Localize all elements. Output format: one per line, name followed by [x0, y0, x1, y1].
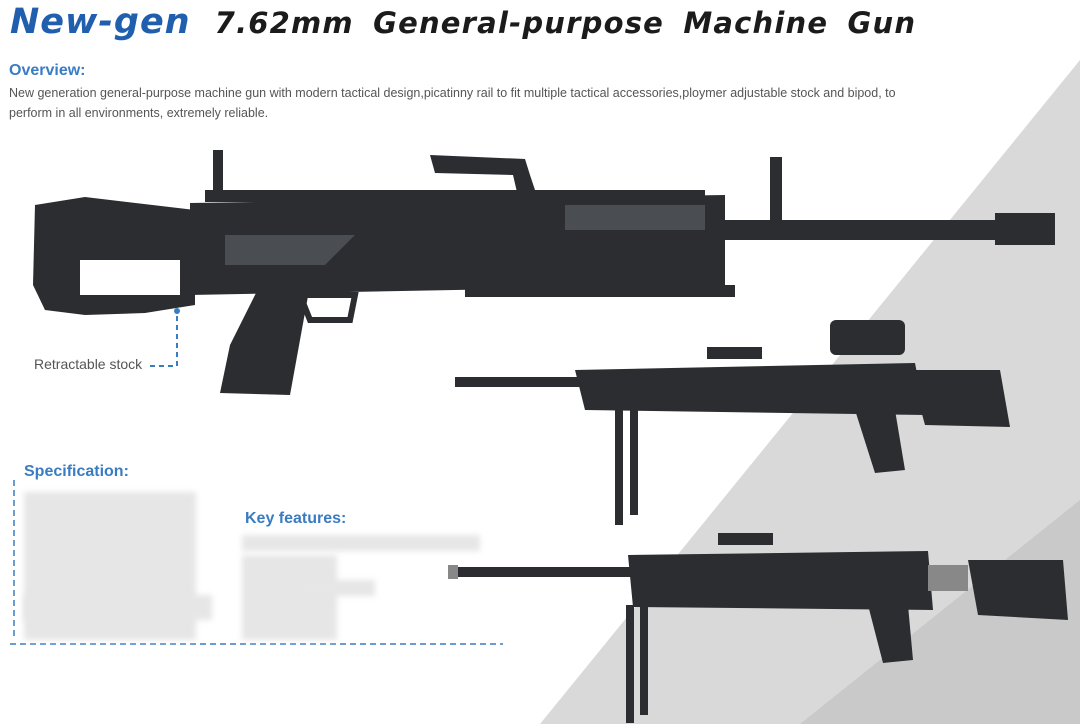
overview-text: New generation general-purpose machine g… [9, 86, 896, 120]
key-features-redacted-block [242, 555, 337, 640]
gun-with-thermal-scope-image [455, 320, 1010, 525]
main-machine-gun-image [33, 150, 1055, 395]
specification-heading: Specification: [24, 463, 129, 480]
gun-extended-stock-image [448, 533, 1068, 723]
key-features-redacted-block [242, 535, 480, 551]
brand-name: New-gen [10, 2, 191, 42]
key-features-heading: Key features: [245, 510, 347, 527]
retractable-stock-label: Retractable stock [34, 356, 143, 372]
callout-leader-line [147, 308, 180, 367]
key-features-redacted-block [300, 580, 375, 596]
product-title: 7.62mm General-purpose Machine Gun [214, 6, 917, 40]
specification-dashed-frame [10, 480, 503, 645]
overview-heading: Overview: [9, 62, 86, 79]
page-title: New-gen 7.62mm General-purpose Machine G… [10, 2, 916, 42]
specification-redacted-block [24, 595, 212, 620]
